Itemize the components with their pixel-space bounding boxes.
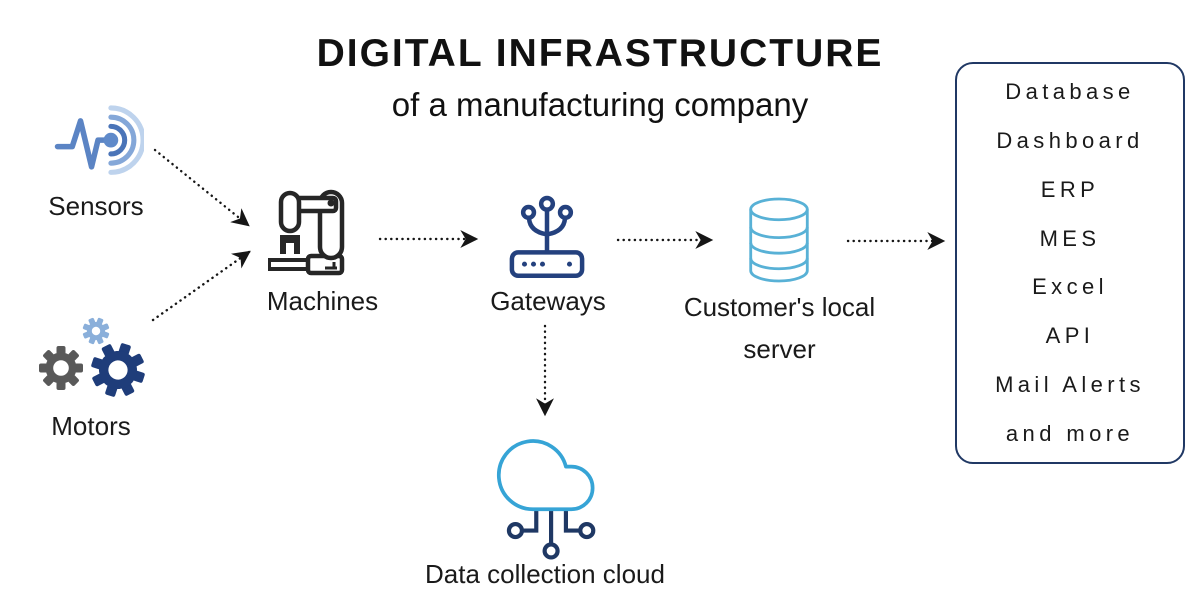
output-item-erp: ERP — [1040, 176, 1100, 202]
output-item-mes: MES — [1039, 225, 1101, 251]
arrow-sensors-to-machines — [153, 148, 250, 227]
motors-gears-icon — [39, 317, 145, 397]
output-item-api: API — [1045, 323, 1095, 349]
page-subtitle: of a manufacturing company — [391, 86, 809, 123]
output-item-excel: Excel — [1032, 274, 1108, 300]
gateways-network-hub-icon — [509, 195, 585, 279]
machines-label: Machines — [266, 286, 379, 316]
sensors-pulse-icon — [54, 105, 144, 175]
cloud-network-icon — [496, 439, 596, 560]
motors-label: Motors — [51, 411, 131, 441]
server-label-line2: server — [743, 334, 816, 364]
server-label: Customer's local server — [672, 286, 887, 370]
outputs-panel: Database Dashboard ERP MES Excel API Mai… — [955, 62, 1185, 464]
arrow-motors-to-machines — [151, 250, 251, 322]
output-item-and-more: and more — [1005, 420, 1135, 446]
page-title: DIGITAL INFRASTRUCTURE — [316, 32, 884, 75]
sensors-label: Sensors — [48, 191, 144, 221]
output-item-dashboard: Dashboard — [996, 128, 1144, 154]
cloud-label: Data collection cloud — [425, 559, 665, 589]
server-label-line1: Customer's local — [683, 292, 876, 322]
machines-robot-arm-icon — [268, 189, 345, 276]
gateways-label: Gateways — [490, 286, 606, 316]
output-item-database: Database — [1005, 79, 1135, 105]
output-item-mail-alerts: Mail Alerts — [995, 371, 1145, 397]
server-database-cylinder-icon — [749, 197, 809, 283]
